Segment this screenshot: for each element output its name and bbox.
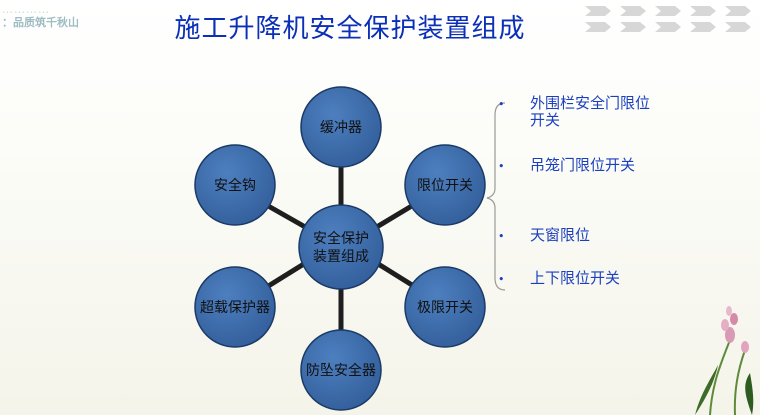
node-label-center: 安全保护 装置组成 <box>299 229 383 267</box>
center-line-2: 装置组成 <box>313 249 369 265</box>
node-label-overload: 超载保护器 <box>200 300 270 316</box>
node-center <box>298 204 384 290</box>
slide-title: 施工升降机安全保护装置组成 <box>174 14 526 44</box>
decorative-plant-icon <box>695 306 754 415</box>
watermark-line-2: ：品质筑千秋山 <box>2 16 79 29</box>
list-item: • 上下限位开关 <box>498 270 718 288</box>
spoke-limit-switch <box>372 204 413 231</box>
bullet-dot-icon: • <box>498 230 505 243</box>
node-label-limit-switch: 限位开关 <box>417 178 473 194</box>
node-fall-arrester <box>300 329 382 411</box>
node-label-safety-hook: 安全钩 <box>214 178 256 194</box>
list-item-line-1: 外围栏安全门限位 <box>530 94 651 112</box>
bullet-dot-icon: • <box>498 98 505 111</box>
limit-list-brace <box>486 102 506 291</box>
list-item-text: 天窗限位 <box>530 226 591 244</box>
list-item-text: 上下限位开关 <box>530 269 621 287</box>
spoke-extreme-limit <box>372 259 415 288</box>
list-item: • 吊笼门限位开关 <box>498 157 718 175</box>
list-item: • 天窗限位 <box>498 227 718 245</box>
bullet-dot-icon: • <box>498 273 505 286</box>
spoke-safety-hook <box>267 204 310 231</box>
center-line-1: 安全保护 <box>313 231 369 247</box>
node-label-extreme-limit: 极限开关 <box>417 300 473 316</box>
spoke-overload <box>267 259 310 288</box>
node-safety-hook <box>194 144 276 226</box>
bullet-dot-icon: • <box>498 160 505 173</box>
node-buffer <box>300 86 382 168</box>
node-overload <box>194 266 276 348</box>
list-item-text: 吊笼门限位开关 <box>530 156 636 174</box>
watermark-logo: ………… ：品质筑千秋山 <box>0 0 142 43</box>
watermark-line-1: ………… <box>2 3 50 16</box>
decorative-arrows <box>585 6 751 32</box>
list-item: • 外围栏安全门限位 开关 <box>498 95 718 129</box>
list-item-line-2: 开关 <box>530 111 561 129</box>
node-label-fall-arrester: 防坠安全器 <box>306 363 376 379</box>
node-limit-switch <box>404 144 486 226</box>
node-extreme-limit <box>404 266 486 348</box>
node-label-buffer: 缓冲器 <box>320 120 362 136</box>
